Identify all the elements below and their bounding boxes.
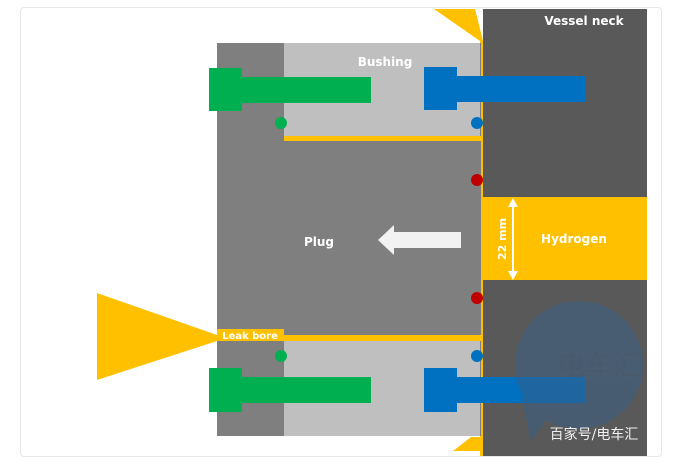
blue-screw-upper [424, 67, 585, 110]
label-bushing: Bushing [358, 55, 413, 69]
diagram-card: 电车汇 Vessel neck Bushing Plug Hydrogen 22… [20, 7, 662, 457]
dimension-arrow-icon [508, 198, 518, 280]
label-vessel-neck: Vessel neck [544, 14, 624, 28]
label-dimension: 22 mm [496, 218, 509, 260]
green-screw-lower [209, 368, 371, 412]
gap-line [480, 41, 483, 456]
bushing-upper-gap [284, 136, 481, 141]
leak-bore-channel [217, 335, 481, 341]
watermark-text: 百家号/电车汇 [550, 426, 639, 443]
leak-bore-funnel [97, 293, 217, 380]
blue-seal-upper [471, 117, 483, 129]
label-plug: Plug [304, 235, 334, 249]
label-hydrogen: Hydrogen [541, 232, 607, 246]
red-seal-upper [471, 174, 483, 186]
blue-seal-lower [471, 350, 483, 362]
bottom-wedge [453, 437, 483, 451]
green-screw-upper [209, 68, 371, 111]
watermark-logo [515, 301, 643, 441]
green-seal-upper [275, 117, 287, 129]
label-leak-bore: Leak bore [222, 331, 278, 342]
watermark-logo-text: 电车汇 [557, 349, 641, 382]
hydrogen-channel [483, 197, 647, 280]
leak-bore-label-bg [217, 329, 284, 341]
plug-seal-diagram: 电车汇 Vessel neck Bushing Plug Hydrogen 22… [97, 9, 647, 456]
green-seal-lower [275, 350, 287, 362]
red-seal-lower [471, 292, 483, 304]
vessel-neck-upper [483, 9, 647, 197]
force-arrow-icon [378, 225, 461, 255]
top-wedge [434, 9, 483, 41]
